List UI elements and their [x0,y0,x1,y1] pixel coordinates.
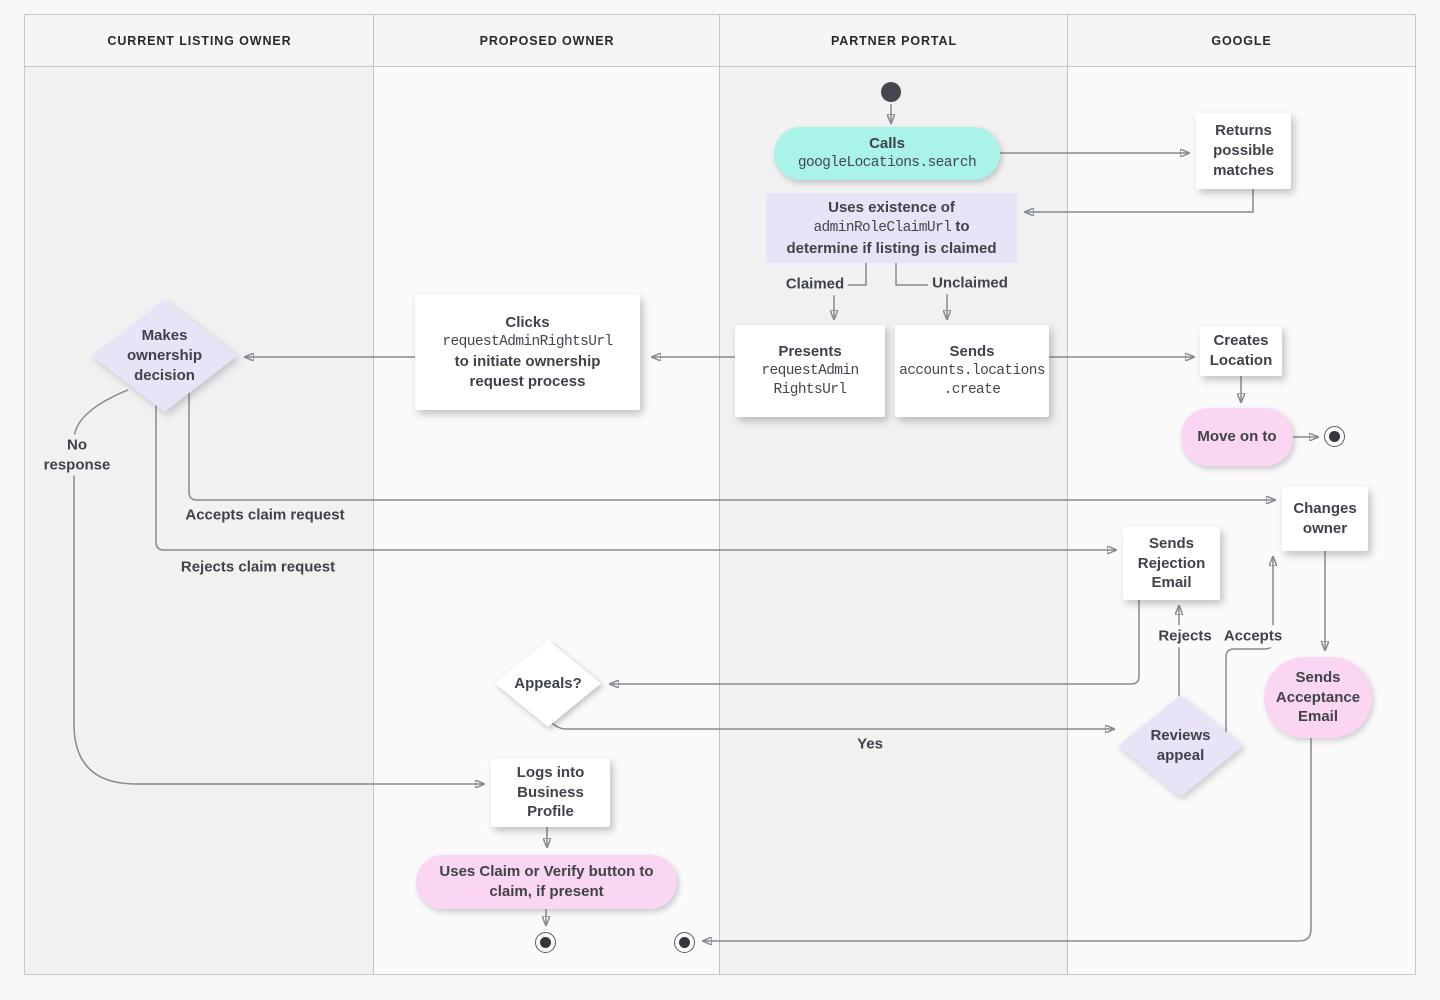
start-node [881,82,901,102]
api-name: adminRoleClaimUrl [813,220,952,237]
api-name: requestAdminRightsUrl [442,334,613,351]
node-move-on-to: Move on to [1181,408,1293,466]
node-title: Clicks [505,314,550,332]
node-sends-acceptance-email: Sends Acceptance Email [1264,657,1372,738]
diamond-shape [92,300,237,412]
diamond-shape [1118,695,1243,797]
node-creates-location: Creates Location [1200,326,1282,376]
node-sends-accounts-locations-create: Sends accounts.locations .create [895,325,1049,417]
node-reviews-appeal-decision: Reviews appeal [1118,695,1243,797]
node-text: Makes ownership decision [126,327,202,384]
edge-label-accepts-claim-request: Accepts claim request [181,504,349,526]
node-text: Uses Claim or Verify button to claim, if… [439,863,654,900]
node-logs-into-business-profile: Logs into Business Profile [491,758,610,827]
node-text: Move on to [1197,428,1277,446]
node-presents-request-admin-rights-url: Presents requestAdmin RightsUrl [735,325,885,417]
end-node-proposed-owner [535,932,556,953]
node-title: Presents [778,342,842,360]
edge-label-unclaimed: Unclaimed [928,272,1012,294]
edge-label-claimed: Claimed [781,273,849,295]
node-changes-owner: Changes owner [1282,487,1368,551]
lane-header-google: GOOGLE [1068,15,1415,67]
edge-label-no-response: No response [37,434,117,476]
node-text: Reviews appeal [1150,727,1211,764]
node-title: Calls [869,135,905,153]
node-appeals-decision: Appeals? [495,640,601,727]
node-text: Sends Rejection Email [1137,534,1206,592]
node-text: Appeals? [514,674,582,692]
node-line: determine if listing is claimed [786,239,997,257]
lane-divider [373,15,374,974]
api-name: requestAdmin [761,362,859,379]
node-returns-possible-matches: Returns possible matches [1196,113,1291,189]
edge-label-rejects: Rejects [1154,625,1216,647]
lane-header-partner-portal: PARTNER PORTAL [720,15,1068,67]
lane-divider [1067,15,1068,974]
edge-label-accepts: Accepts [1219,625,1287,647]
node-sends-rejection-email: Sends Rejection Email [1123,527,1220,600]
node-line: adminRoleClaimUrl to [813,217,969,238]
api-name: RightsUrl [773,381,848,398]
node-uses-claim-or-verify-button: Uses Claim or Verify button to claim, if… [416,855,677,909]
node-text: Creates Location [1209,332,1273,369]
node-text: Sends Acceptance Email [1275,668,1361,726]
end-node-partner-portal [674,932,695,953]
diamond-shape [495,640,601,727]
lane-header-current-listing-owner: CURRENT LISTING OWNER [25,15,374,67]
edge-label-rejects-claim-request: Rejects claim request [176,556,340,578]
node-clicks-request-admin-rights-url: Clicks requestAdminRightsUrl to initiate… [415,295,640,410]
node-calls-google-locations-search: Calls googleLocations.search [774,127,1000,180]
lane-proposed-owner [374,67,720,974]
end-node-inner [1329,431,1340,442]
node-title: Sends [949,342,995,360]
node-line: Uses existence of [828,198,955,216]
node-text: Logs into Business Profile [516,763,585,821]
end-node-inner [540,937,551,948]
lane-divider [719,15,720,974]
end-node-inner [679,937,690,948]
api-name: accounts.locations [899,362,1045,379]
lane-header-proposed-owner: PROPOSED OWNER [374,15,720,67]
node-text: Returns possible matches [1213,122,1274,179]
node-uses-existence-admin-role-claim-url: Uses existence of adminRoleClaimUrl to d… [766,193,1017,263]
node-line: request process [469,372,586,390]
api-name: .create [943,381,1001,398]
node-makes-ownership-decision: Makes ownership decision [92,300,237,412]
node-line-suffix: to [955,218,970,236]
end-node-google [1324,426,1345,447]
edge-label-yes: Yes [853,733,887,755]
node-line: to initiate ownership [454,353,601,371]
api-name: googleLocations.search [797,154,977,171]
node-text: Changes owner [1293,500,1357,537]
